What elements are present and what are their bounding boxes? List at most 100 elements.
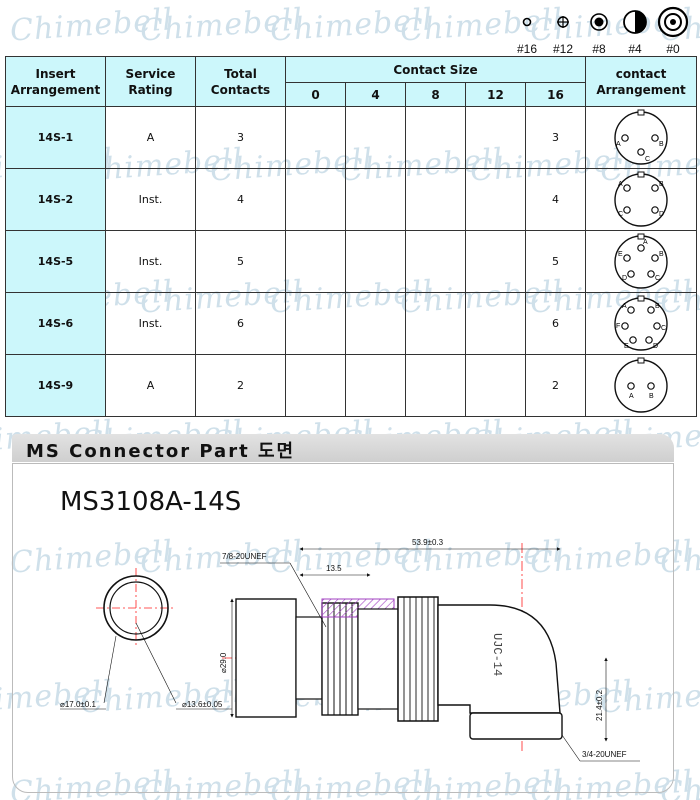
cell-size-0: [285, 292, 346, 355]
cell-size-4: [345, 354, 406, 417]
cell-total-contacts: 6: [195, 292, 286, 355]
legend-label: #0: [666, 42, 680, 56]
cell-service-rating: Inst.: [105, 168, 196, 231]
contact-pin-label: E: [624, 343, 629, 350]
contact-pin: [623, 205, 631, 214]
cell-arrangement: 14S-1: [5, 106, 106, 169]
part-number: MS3108A-14S: [60, 487, 242, 517]
contact-pin-label: E: [618, 251, 623, 258]
contact-pin: [645, 335, 653, 344]
pin-0-icon: [657, 6, 689, 38]
cell-size-0: [285, 230, 346, 293]
cell-size-12: [465, 230, 526, 293]
section-banner: MS Connector Part 도면: [12, 434, 674, 462]
end-view: [60, 568, 232, 710]
contact-pin-label: B: [655, 303, 660, 310]
contact-pin: [627, 305, 635, 314]
header-contact-size: Contact Size: [284, 56, 587, 83]
contact-pin: [651, 253, 659, 262]
cell-size-4: [345, 292, 406, 355]
contact-pin: [637, 147, 645, 156]
cell-service-rating: Inst.: [105, 292, 196, 355]
contact-pin-label: A: [622, 303, 627, 310]
contact-pin-label: D: [622, 275, 627, 282]
cell-service-rating: A: [105, 354, 196, 417]
legend-item-8: #8: [581, 6, 617, 56]
contact-pin-label: B: [659, 141, 664, 148]
cell-total-contacts: 5: [195, 230, 286, 293]
cell-service-rating: Inst.: [105, 230, 196, 293]
header-size-4: 4: [345, 82, 406, 107]
cell-service-rating: A: [105, 106, 196, 169]
cell-size-8: [405, 168, 466, 231]
table-subheader-row: 0 4 8 12 16: [6, 82, 697, 107]
header-size-8: 8: [405, 82, 466, 107]
cell-size-12: [465, 168, 526, 231]
contact-pin: [651, 205, 659, 214]
cell-size-8: [405, 354, 466, 417]
contact-pin-label: B: [659, 181, 664, 188]
pin-face-keyway: [637, 357, 645, 363]
cell-arrangement: 14S-2: [5, 168, 106, 231]
dim-overall-length: 53.9±0.3: [412, 538, 444, 547]
contact-pin-label: F: [616, 323, 620, 330]
dim-diameter-body: ⌀29.0: [219, 652, 228, 673]
insert-arrangement-table: Insert Arrangement Service Rating Total …: [5, 56, 698, 417]
contact-pin: [621, 321, 629, 330]
cell-size-16: 6: [524, 292, 587, 355]
header-total-contacts: Total Contacts: [195, 56, 286, 107]
contact-pin-label: B: [659, 251, 664, 258]
header-size-0: 0: [285, 82, 346, 107]
watermark-text: Chimebell: [268, 2, 435, 49]
body-marking: UJC-14: [490, 633, 504, 676]
contact-pin-label: B: [649, 393, 654, 400]
legend-label: #4: [628, 42, 642, 56]
pin-arrangement-diagram: A B C D E F: [614, 295, 668, 351]
cell-size-0: [285, 354, 346, 417]
table-header-row: Insert Arrangement Service Rating Total …: [5, 56, 698, 107]
pin-face-keyway: [637, 233, 645, 239]
cell-size-4: [345, 230, 406, 293]
cell-arrangement: 14S-9: [5, 354, 106, 417]
cell-size-16: 2: [524, 354, 587, 417]
pin-16-icon: [522, 17, 532, 27]
dim-length-a: 13.5: [326, 564, 342, 573]
cell-size-8: [405, 106, 466, 169]
contact-pin: [647, 269, 655, 278]
contact-pin-label: D: [653, 343, 658, 350]
contact-pin-label: C: [618, 211, 623, 218]
pin-4-icon: [623, 10, 647, 34]
cell-total-contacts: 2: [195, 354, 286, 417]
contact-pin: [653, 321, 661, 330]
contact-pin-label: A: [629, 393, 634, 400]
side-view: UJC-14: [222, 543, 563, 753]
contact-size-legend: #16 #12 #8 #4 #0: [509, 6, 694, 56]
cell-arrangement: 14S-6: [5, 292, 106, 355]
contact-pin: [637, 243, 645, 252]
dim-thread-top: 7/8-20UNEF: [222, 552, 267, 561]
header-contact-arrangement: contact Arrangement: [585, 56, 698, 107]
dim-diameter-outer: ⌀17.0±0.1: [60, 700, 96, 709]
drawing-frame: [12, 463, 674, 793]
cell-size-16: 5: [524, 230, 587, 293]
legend-label: #16: [516, 42, 538, 56]
contact-pin: [651, 133, 659, 142]
contact-pin-label: A: [643, 239, 648, 246]
cell-size-8: [405, 292, 466, 355]
contact-pin: [647, 305, 655, 314]
contact-pin-label: A: [616, 141, 621, 148]
contact-pin-label: C: [661, 325, 666, 332]
